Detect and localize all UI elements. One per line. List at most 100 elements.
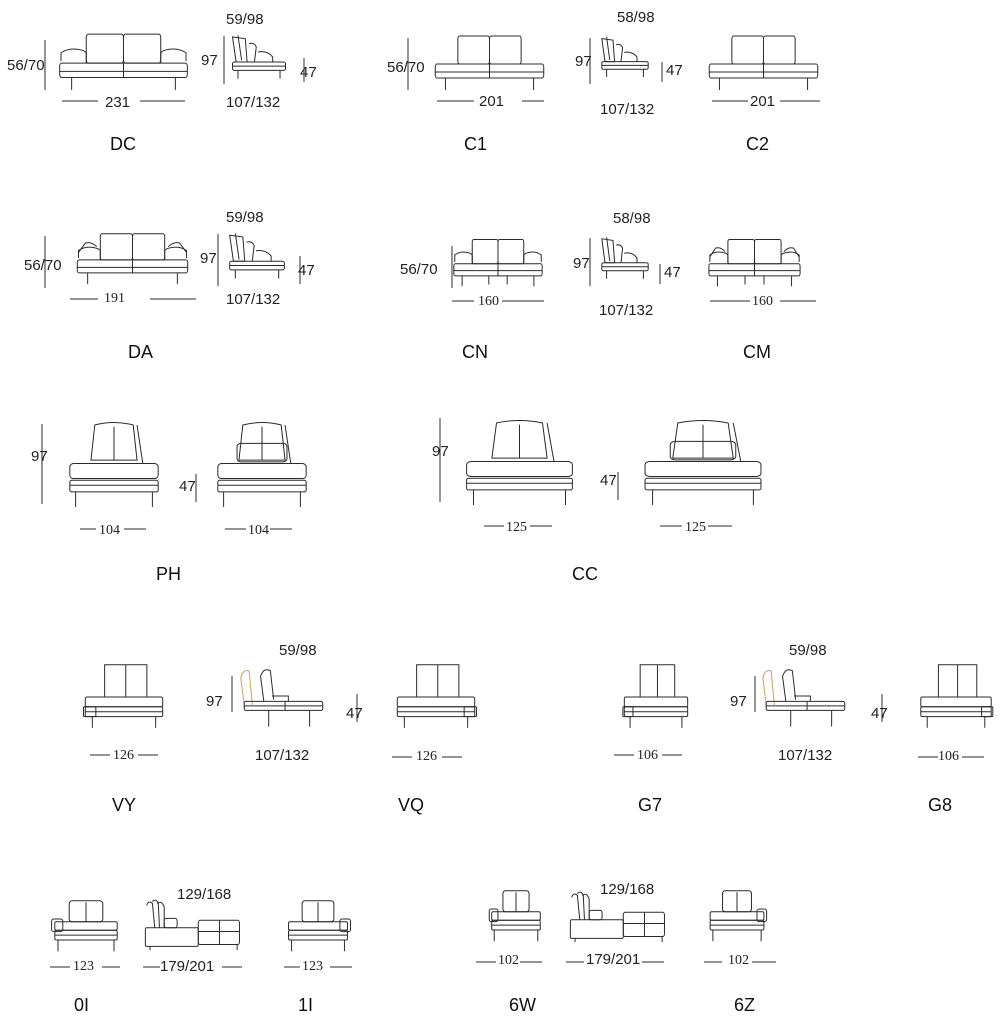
c1-sofa-front-view: [433, 32, 546, 92]
dimension-label: 160: [752, 294, 773, 309]
ph-seat-side-view: [214, 420, 310, 512]
horizontal-dimension-line: [62, 98, 98, 104]
dimension-label: 97: [432, 443, 449, 460]
horizontal-dimension-line: [704, 959, 722, 965]
vertical-dimension-line: [215, 234, 221, 286]
dimension-label: 160: [478, 294, 499, 309]
horizontal-dimension-line: [660, 523, 682, 529]
da-sofa-front-view: [75, 230, 190, 286]
dimension-label: 129/168: [177, 886, 232, 903]
vertical-dimension-line: [587, 38, 593, 84]
horizontal-dimension-line: [140, 98, 185, 104]
model-code-cm: CM: [743, 342, 771, 362]
dimension-label: 59/98: [279, 642, 317, 659]
dimension-label: 123: [73, 959, 94, 974]
horizontal-dimension-line: [614, 752, 634, 758]
vertical-dimension-line: [354, 694, 360, 722]
dimension-label: 56/70: [24, 257, 62, 274]
horizontal-dimension-line: [225, 526, 246, 532]
model-code-dc: DC: [110, 134, 136, 154]
horizontal-dimension-line: [780, 98, 820, 104]
horizontal-dimension-line: [780, 298, 816, 304]
horizontal-dimension-line: [102, 964, 120, 970]
horizontal-dimension-line: [70, 296, 98, 302]
dimension-label: 107/132: [226, 291, 281, 308]
vertical-dimension-line: [879, 694, 885, 722]
horizontal-dimension-line: [90, 752, 110, 758]
horizontal-dimension-line: [752, 959, 776, 965]
cc-seat-side-view: [640, 418, 766, 510]
dimension-label: 107/132: [255, 747, 310, 764]
dimension-label: 47: [666, 62, 683, 79]
cc-seat-front-view: [462, 418, 577, 510]
vertical-dimension-line: [42, 40, 48, 90]
c2-sofa-front-view: [707, 32, 820, 92]
vertical-dimension-line: [297, 256, 303, 284]
model-code-cc: CC: [572, 564, 598, 584]
dimension-label: 191: [104, 291, 125, 306]
g7-module-view: [620, 662, 692, 732]
cn-sofa-side-view: [597, 234, 653, 282]
dimension-label: 47: [600, 472, 617, 489]
dimension-label: 58/98: [613, 210, 651, 227]
0i-chaise-view: [143, 896, 243, 952]
horizontal-dimension-line: [522, 98, 544, 104]
horizontal-dimension-line: [520, 959, 542, 965]
vertical-dimension-line: [449, 246, 455, 288]
vertical-dimension-line: [752, 676, 758, 712]
dimension-label: 47: [346, 705, 363, 722]
dimension-label: 47: [871, 705, 888, 722]
horizontal-dimension-line: [708, 523, 732, 529]
vertical-dimension-line: [229, 676, 235, 712]
vertical-dimension-line: [39, 424, 45, 504]
c1-sofa-side-view: [597, 34, 653, 80]
horizontal-dimension-line: [330, 964, 352, 970]
dimension-label: 126: [416, 749, 437, 764]
vq-module-view: [392, 662, 480, 732]
model-code-ph: PH: [156, 564, 182, 584]
horizontal-dimension-line: [222, 964, 242, 970]
dimension-label: 97: [730, 693, 747, 710]
horizontal-dimension-line: [566, 959, 584, 965]
dimension-label: 97: [200, 250, 217, 267]
vertical-dimension-line: [587, 238, 593, 286]
dimension-label: 47: [664, 264, 681, 281]
model-code-g7: G7: [638, 795, 663, 815]
horizontal-dimension-line: [962, 754, 984, 760]
horizontal-dimension-line: [662, 752, 682, 758]
dimension-label: 104: [248, 523, 269, 538]
vertical-dimension-line: [405, 38, 411, 90]
dimension-label: 231: [105, 94, 131, 111]
dimension-label: 106: [637, 748, 658, 763]
dimension-label: 59/98: [226, 209, 264, 226]
dimension-label: 97: [31, 448, 48, 465]
dimension-label: 107/132: [599, 302, 654, 319]
vy-seat-side-view: [236, 660, 326, 732]
6z-armchair-view: [706, 888, 768, 944]
dimension-label: 56/70: [387, 59, 425, 76]
dimension-label: 97: [206, 693, 223, 710]
dimension-label: 104: [99, 523, 120, 538]
cn-sofa-front-view: [452, 236, 544, 288]
vertical-dimension-line: [193, 474, 199, 502]
dimension-label: 56/70: [400, 261, 438, 278]
vy-module-view: [80, 662, 168, 732]
dimension-label: 97: [201, 52, 218, 69]
dimension-label: 106: [938, 749, 959, 764]
dimension-label: 201: [479, 93, 505, 110]
horizontal-dimension-line: [437, 98, 474, 104]
dimension-label: 179/201: [586, 951, 641, 968]
vertical-dimension-line: [615, 472, 621, 500]
dimension-label: 129/168: [600, 881, 655, 898]
horizontal-dimension-line: [80, 526, 96, 532]
dimension-label: 125: [506, 520, 527, 535]
dimension-label: 107/132: [778, 747, 833, 764]
model-code-da: DA: [128, 342, 154, 362]
horizontal-dimension-line: [392, 754, 412, 760]
horizontal-dimension-line: [284, 964, 300, 970]
dimension-label: 97: [575, 53, 592, 70]
dc-sofa-front-view: [57, 30, 190, 92]
dimension-label: 59/98: [789, 642, 827, 659]
horizontal-dimension-line: [270, 526, 292, 532]
